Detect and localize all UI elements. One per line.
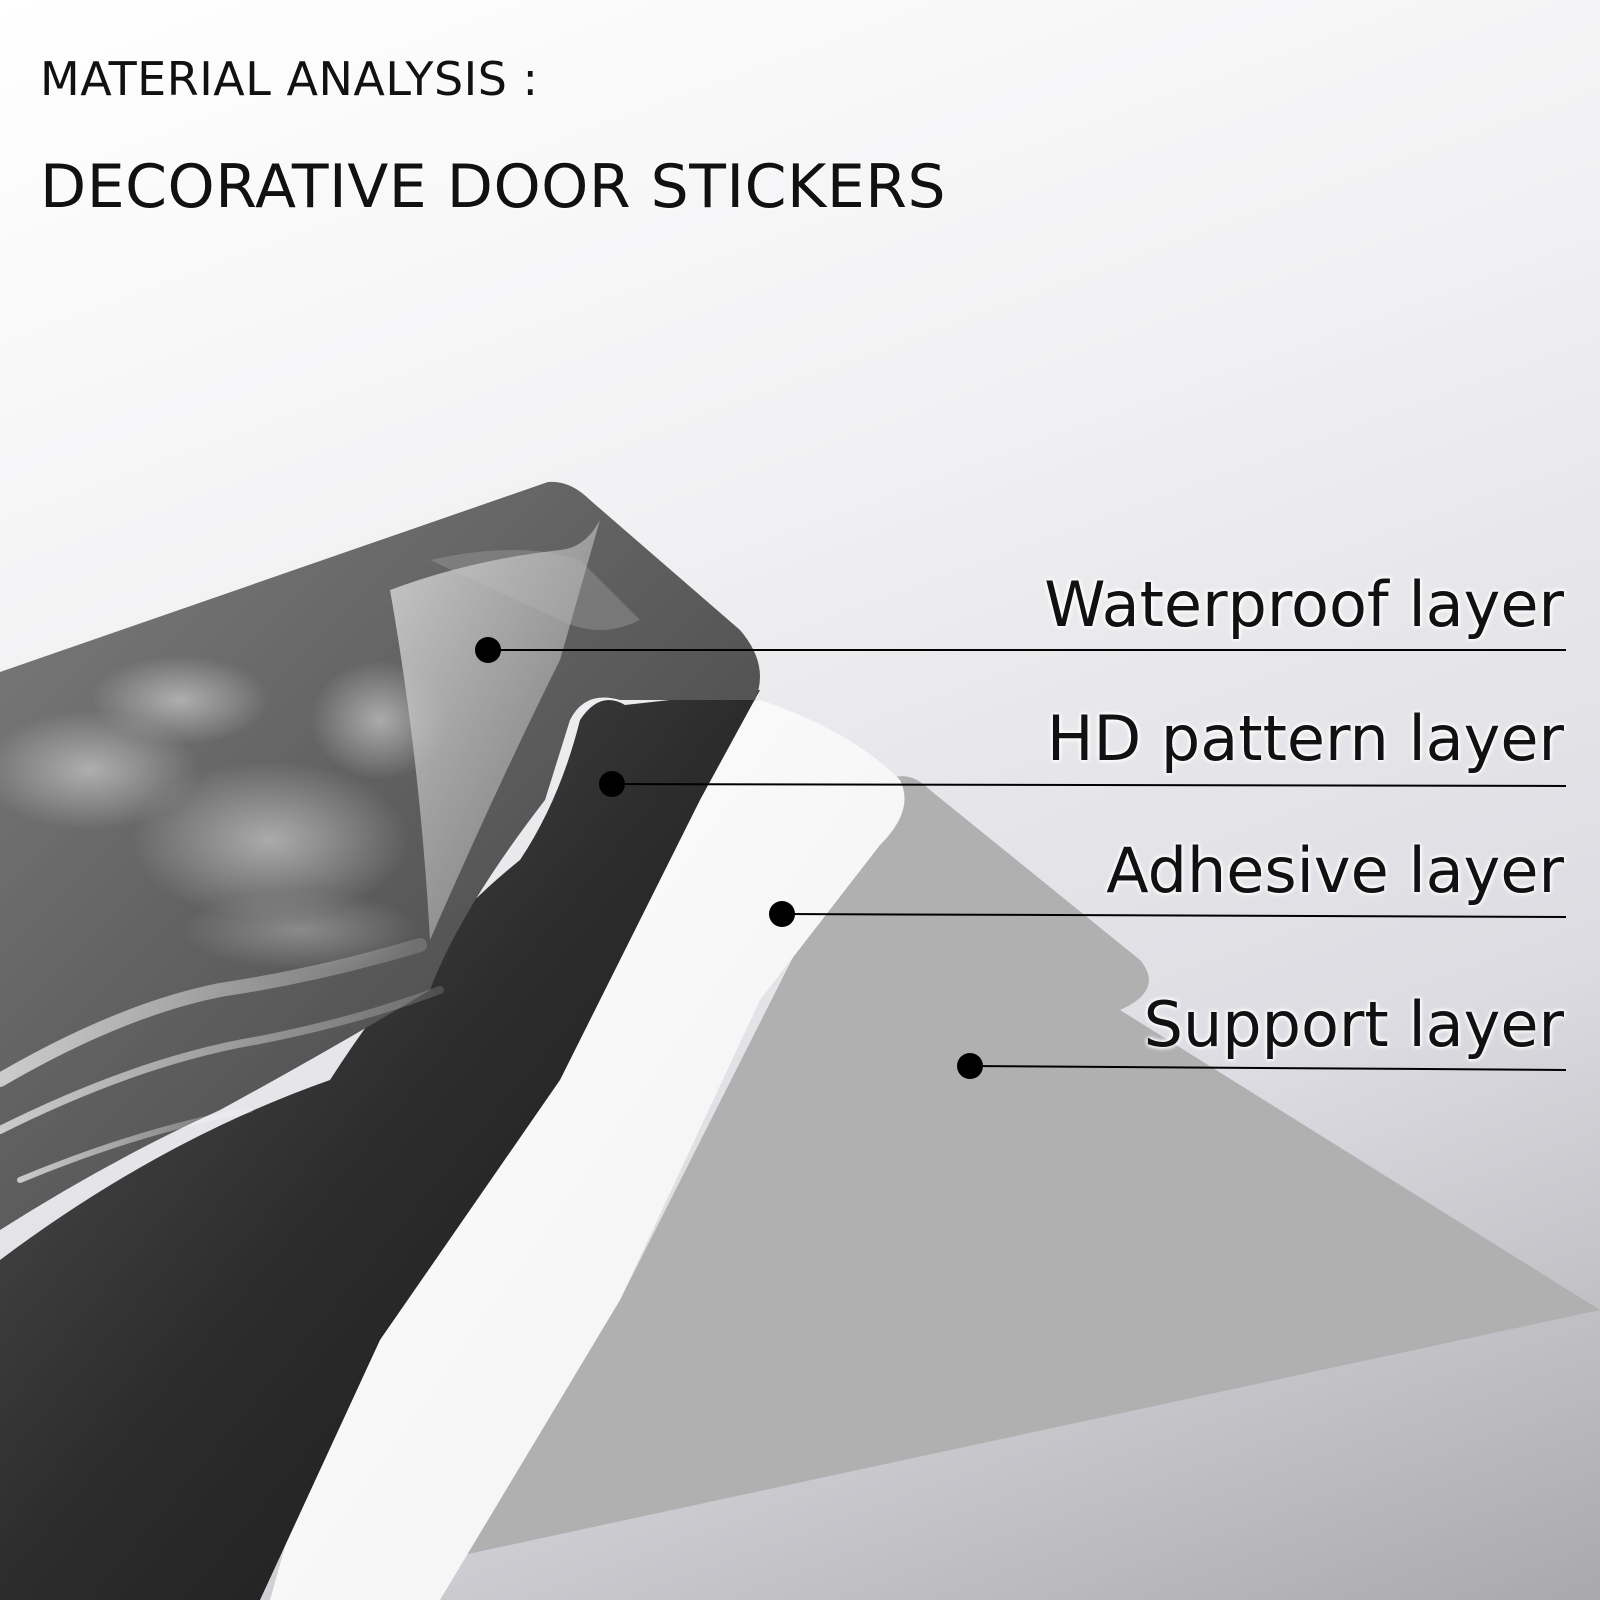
adhesive-marker-dot — [769, 901, 795, 927]
support-layer-label: Support layer — [1143, 988, 1564, 1061]
adhesive-layer-label: Adhesive layer — [1106, 834, 1564, 907]
diagram-subtitle: DECORATIVE DOOR STICKERS — [40, 152, 947, 222]
support-marker-dot — [957, 1053, 983, 1079]
adhesive-leader-line — [781, 913, 1567, 918]
hd-pattern-leader-line — [611, 783, 1567, 787]
waterproof-layer-label: Waterproof layer — [1044, 568, 1564, 641]
hd-pattern-layer-label: HD pattern layer — [1046, 702, 1564, 775]
hd-pattern-marker-dot — [599, 771, 625, 797]
support-leader-line — [969, 1065, 1567, 1071]
hd-pattern-layer-back — [0, 690, 760, 1600]
waterproof-marker-dot — [475, 637, 501, 663]
waterproof-layer-film — [390, 520, 600, 940]
leader-lines — [475, 637, 1567, 1079]
support-layer-sheet — [440, 776, 1600, 1560]
diagram-title: MATERIAL ANALYSIS : — [40, 52, 539, 106]
adhesive-layer-sheet — [270, 700, 905, 1600]
